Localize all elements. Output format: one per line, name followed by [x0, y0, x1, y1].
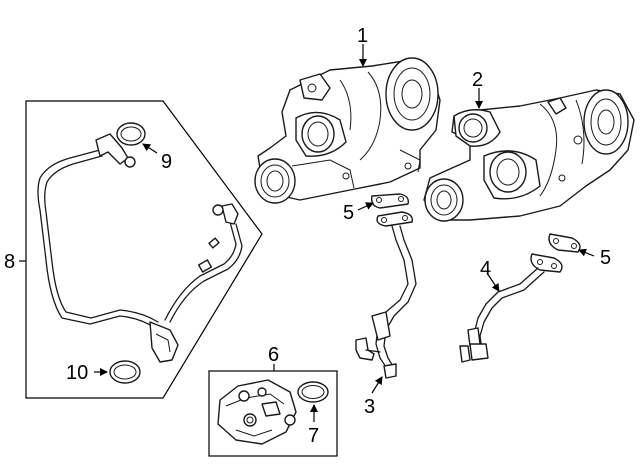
gasket-ring-9[interactable]	[116, 122, 146, 146]
callout-7: 7	[308, 425, 319, 447]
callout-4: 4	[480, 258, 491, 280]
leader-5-left	[357, 202, 374, 211]
turbocharger-1[interactable]	[254, 57, 441, 204]
oil-return-line-3[interactable]	[355, 211, 417, 379]
callout-8: 8	[4, 251, 15, 273]
leader-9	[142, 143, 158, 154]
gasket-5-right[interactable]	[548, 233, 581, 253]
leader-5-right	[578, 248, 595, 257]
gasket-5-left[interactable]	[370, 193, 410, 209]
callout-2: 2	[472, 69, 483, 91]
callout-1: 1	[357, 25, 368, 47]
o-ring-7[interactable]	[297, 381, 329, 403]
callout-9: 9	[161, 151, 172, 173]
oil-line-group-outline	[25, 100, 263, 399]
callout-6: 6	[268, 344, 279, 366]
seal-ring-10[interactable]	[109, 360, 141, 384]
gasket-kit-outline	[208, 370, 338, 457]
callout-5-left: 5	[343, 202, 354, 224]
leader-4	[486, 272, 500, 292]
leader-3	[371, 376, 383, 394]
gasket-kit-6[interactable]	[217, 379, 297, 445]
callout-10: 10	[66, 362, 88, 384]
callout-5-right: 5	[600, 247, 611, 269]
turbocharger-2[interactable]	[423, 89, 635, 222]
oil-feed-line[interactable]	[37, 133, 243, 363]
oil-line-4[interactable]	[459, 253, 563, 363]
callout-3: 3	[364, 396, 375, 418]
